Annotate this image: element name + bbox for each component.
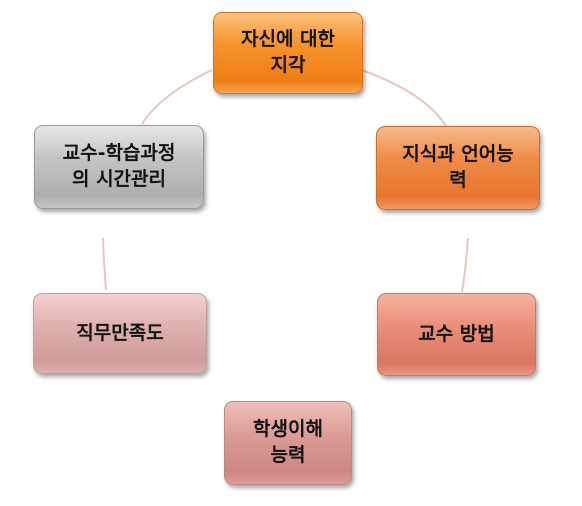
node-teaching-method: 교수 방법 [377,293,536,376]
node-teaching-method-label: 교수 방법 [418,322,495,345]
node-knowledge-language: 지식과 언어능 력 [376,126,540,210]
node-knowledge-language-label: 지식과 언어능 력 [402,143,514,191]
connector-top-left [141,69,213,125]
node-self-perception: 자신에 대한 지각 [213,12,363,94]
node-job-satisfaction: 직무만족도 [33,293,207,374]
node-time-management: 교수-학습과정 의 시간관리 [34,125,204,209]
node-self-perception-label: 자신에 대한 지각 [240,28,335,76]
node-time-management-label: 교수-학습과정 의 시간관리 [62,142,176,190]
node-student-understanding-label: 학생이해 능력 [253,418,323,466]
connector-left [102,237,107,291]
node-student-understanding: 학생이해 능력 [224,401,352,485]
connector-top-right [361,69,449,131]
node-job-satisfaction-label: 직무만족도 [76,321,164,344]
connector-right [461,237,469,293]
